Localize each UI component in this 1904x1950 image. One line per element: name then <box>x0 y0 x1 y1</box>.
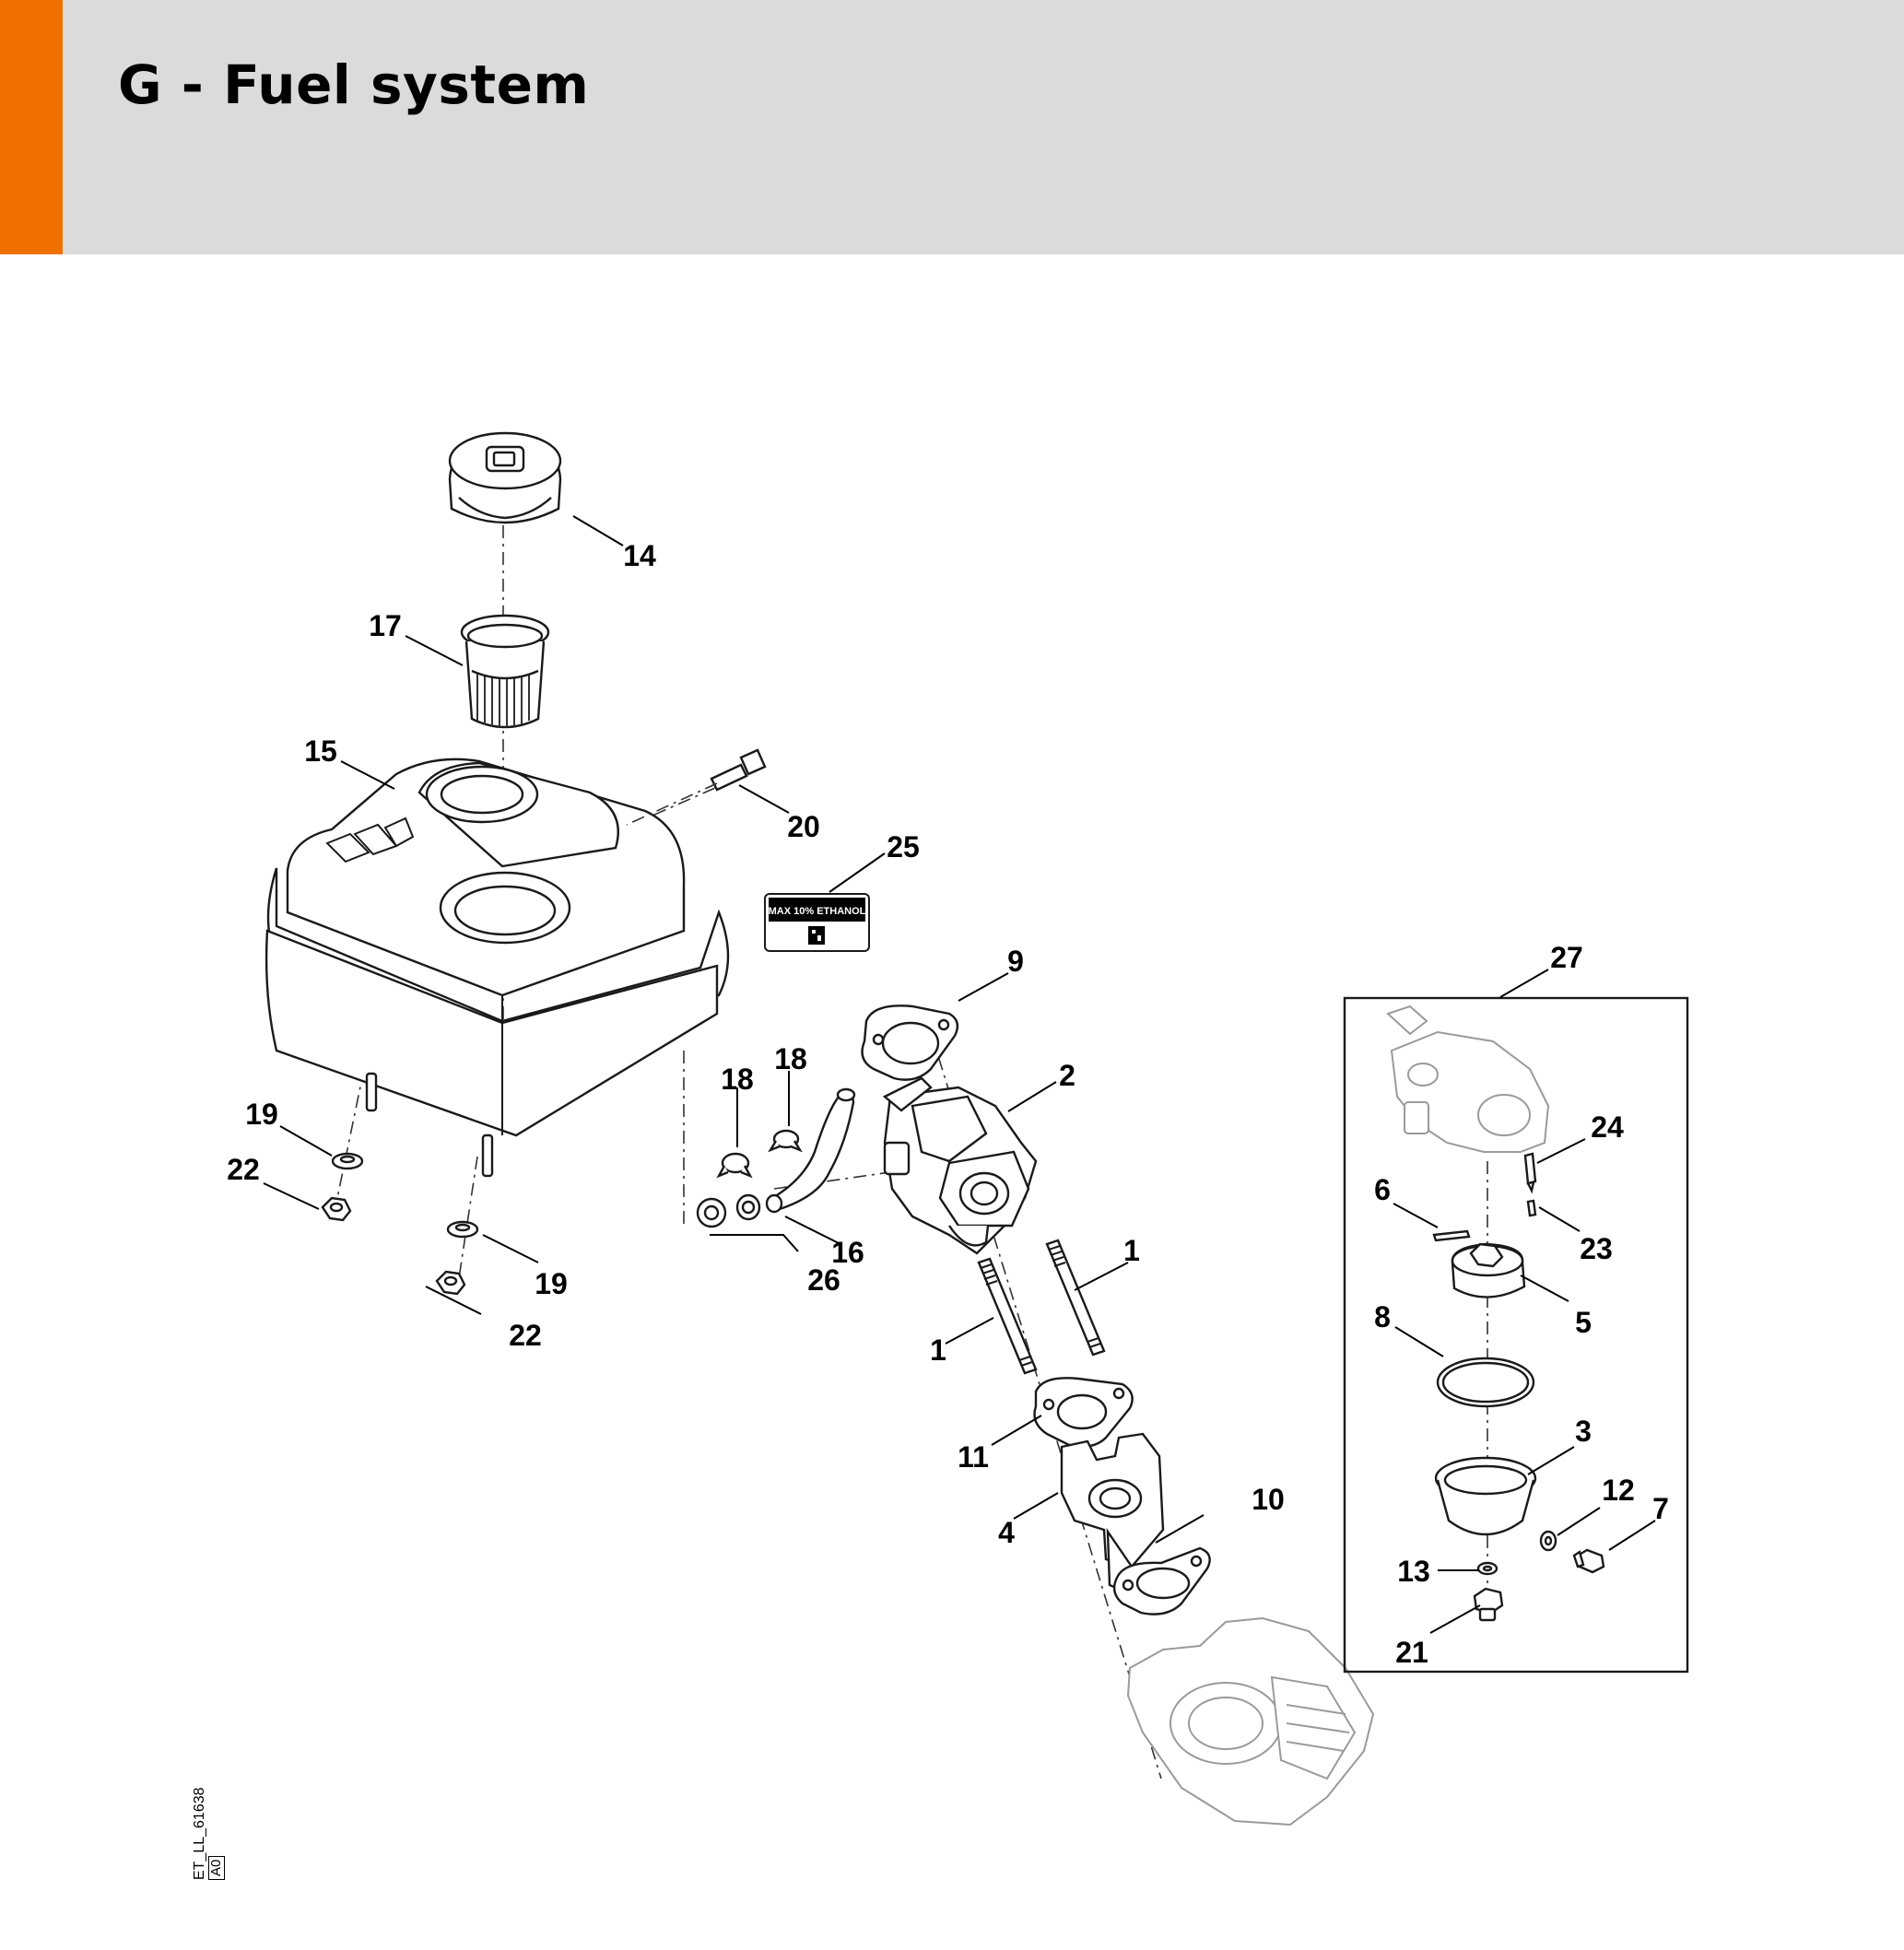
ethanol-decal: MAX 10% ETHANOL <box>764 893 870 952</box>
callout-25: 25 <box>887 830 920 863</box>
callout-24: 24 <box>1591 1110 1624 1144</box>
float-needle-clip <box>1526 1199 1537 1217</box>
callout-6: 6 <box>1374 1173 1391 1206</box>
carburetor-float <box>1451 1242 1526 1298</box>
callout-2: 2 <box>1059 1059 1075 1092</box>
decal-text: MAX 10% ETHANOL <box>769 906 866 917</box>
callout-9: 9 <box>1007 945 1024 978</box>
callout-15: 15 <box>304 734 337 768</box>
bowl-bolt-o-ring <box>1476 1561 1499 1576</box>
callout-4: 4 <box>998 1516 1015 1549</box>
callout-26: 26 <box>807 1263 840 1297</box>
float-bowl <box>1434 1456 1537 1536</box>
fuel-cap <box>448 431 562 524</box>
callout-10: 10 <box>1252 1483 1285 1516</box>
callout-16: 16 <box>831 1236 864 1269</box>
callout-labels: 14 17 15 20 25 9 18 18 2 19 22 19 22 16 … <box>227 539 1669 1669</box>
float-bowl-bolt <box>1473 1587 1504 1622</box>
kit-carburetor-reference <box>1386 1004 1550 1153</box>
callout-22-left: 22 <box>227 1153 260 1186</box>
callout-8: 8 <box>1374 1300 1391 1333</box>
fuel-hose <box>765 1087 856 1214</box>
callout-11: 11 <box>958 1440 989 1474</box>
intake-gasket <box>1112 1546 1211 1615</box>
hose-clip-left <box>716 1152 753 1179</box>
cylinder-head-reference <box>1126 1616 1375 1827</box>
washer-right <box>446 1220 479 1239</box>
callout-7: 7 <box>1652 1492 1669 1525</box>
carburetor-insulator <box>1060 1432 1165 1596</box>
callout-27: 27 <box>1550 941 1583 974</box>
drawing-code: ET_LL_61638 <box>192 1787 207 1880</box>
insulator-gasket <box>1033 1377 1134 1448</box>
callout-leader-lines <box>263 515 1656 1634</box>
fuel-strainer <box>460 614 550 729</box>
callout-3: 3 <box>1575 1415 1592 1448</box>
callout-14: 14 <box>623 539 656 572</box>
stud-left <box>977 1257 1038 1375</box>
drain-screw-washer <box>1539 1530 1557 1552</box>
stud-right <box>1045 1239 1106 1357</box>
hose-clip-right <box>768 1129 803 1153</box>
page-title: G - Fuel system <box>118 53 590 116</box>
callout-23: 23 <box>1580 1232 1613 1265</box>
revision-box: A0 <box>208 1855 225 1880</box>
carburetor-gasket-top <box>861 1004 959 1081</box>
tank-grommet <box>696 1193 799 1252</box>
callout-5: 5 <box>1575 1306 1592 1339</box>
callout-19-right: 19 <box>535 1267 568 1300</box>
callout-12: 12 <box>1602 1474 1635 1507</box>
page-header: G - Fuel system <box>0 0 1904 254</box>
nut-left <box>321 1196 352 1222</box>
drawing-code-block: ET_LL_61638 A0 <box>192 1751 225 1880</box>
callout-1-right: 1 <box>1123 1234 1140 1267</box>
callout-13: 13 <box>1397 1555 1430 1588</box>
callout-17: 17 <box>369 609 402 642</box>
carburetor-service-kit-box <box>1343 996 1689 1674</box>
header-accent-bar <box>0 0 63 254</box>
callout-18-left: 18 <box>721 1063 754 1096</box>
callout-22-right: 22 <box>509 1319 542 1352</box>
float-bowl-o-ring <box>1436 1357 1535 1408</box>
fuel-tank <box>264 758 730 1178</box>
callout-18-right: 18 <box>774 1042 807 1075</box>
callout-21: 21 <box>1395 1636 1428 1669</box>
callout-19-left: 19 <box>245 1098 278 1131</box>
callout-20: 20 <box>787 810 820 843</box>
tank-bolt <box>626 748 767 826</box>
nut-right <box>435 1270 466 1296</box>
float-needle <box>1523 1152 1537 1194</box>
carburetor <box>882 1076 1038 1255</box>
drain-screw <box>1572 1548 1605 1574</box>
float-pin <box>1432 1229 1471 1242</box>
washer-left <box>331 1152 364 1170</box>
callout-1-left: 1 <box>930 1333 946 1367</box>
